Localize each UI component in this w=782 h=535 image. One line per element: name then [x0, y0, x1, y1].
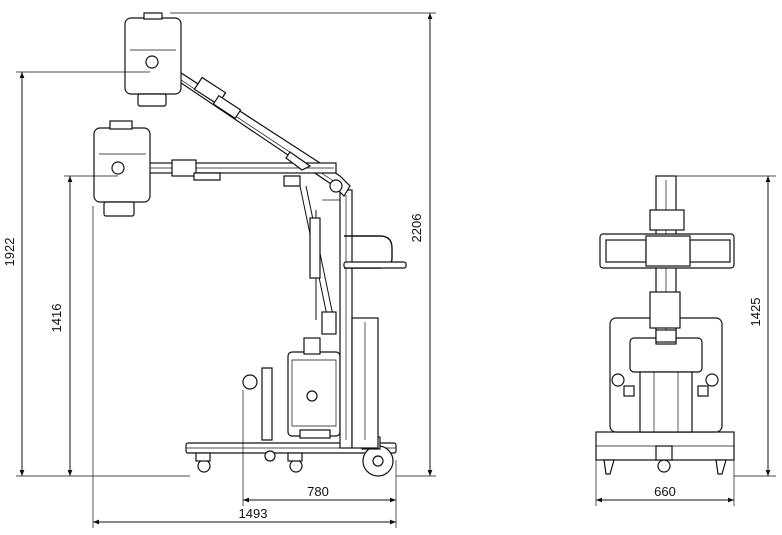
- front-dimensions: [595, 175, 776, 506]
- side-generator: [242, 337, 341, 441]
- dim-label-660: 660: [654, 484, 676, 499]
- front-view: [595, 175, 735, 475]
- dim-label-780: 780: [307, 484, 329, 499]
- side-view: [93, 12, 407, 477]
- side-column: [299, 185, 407, 449]
- side-tube-lowered: [93, 120, 151, 217]
- side-tube-raised: [124, 12, 182, 107]
- dim-label-1425: 1425: [748, 298, 763, 327]
- side-dimensions: [16, 12, 436, 528]
- dim-label-1922: 1922: [2, 238, 17, 267]
- dim-label-1416: 1416: [49, 304, 64, 333]
- dim-label-1493: 1493: [239, 506, 268, 521]
- dim-label-2206: 2206: [409, 214, 424, 243]
